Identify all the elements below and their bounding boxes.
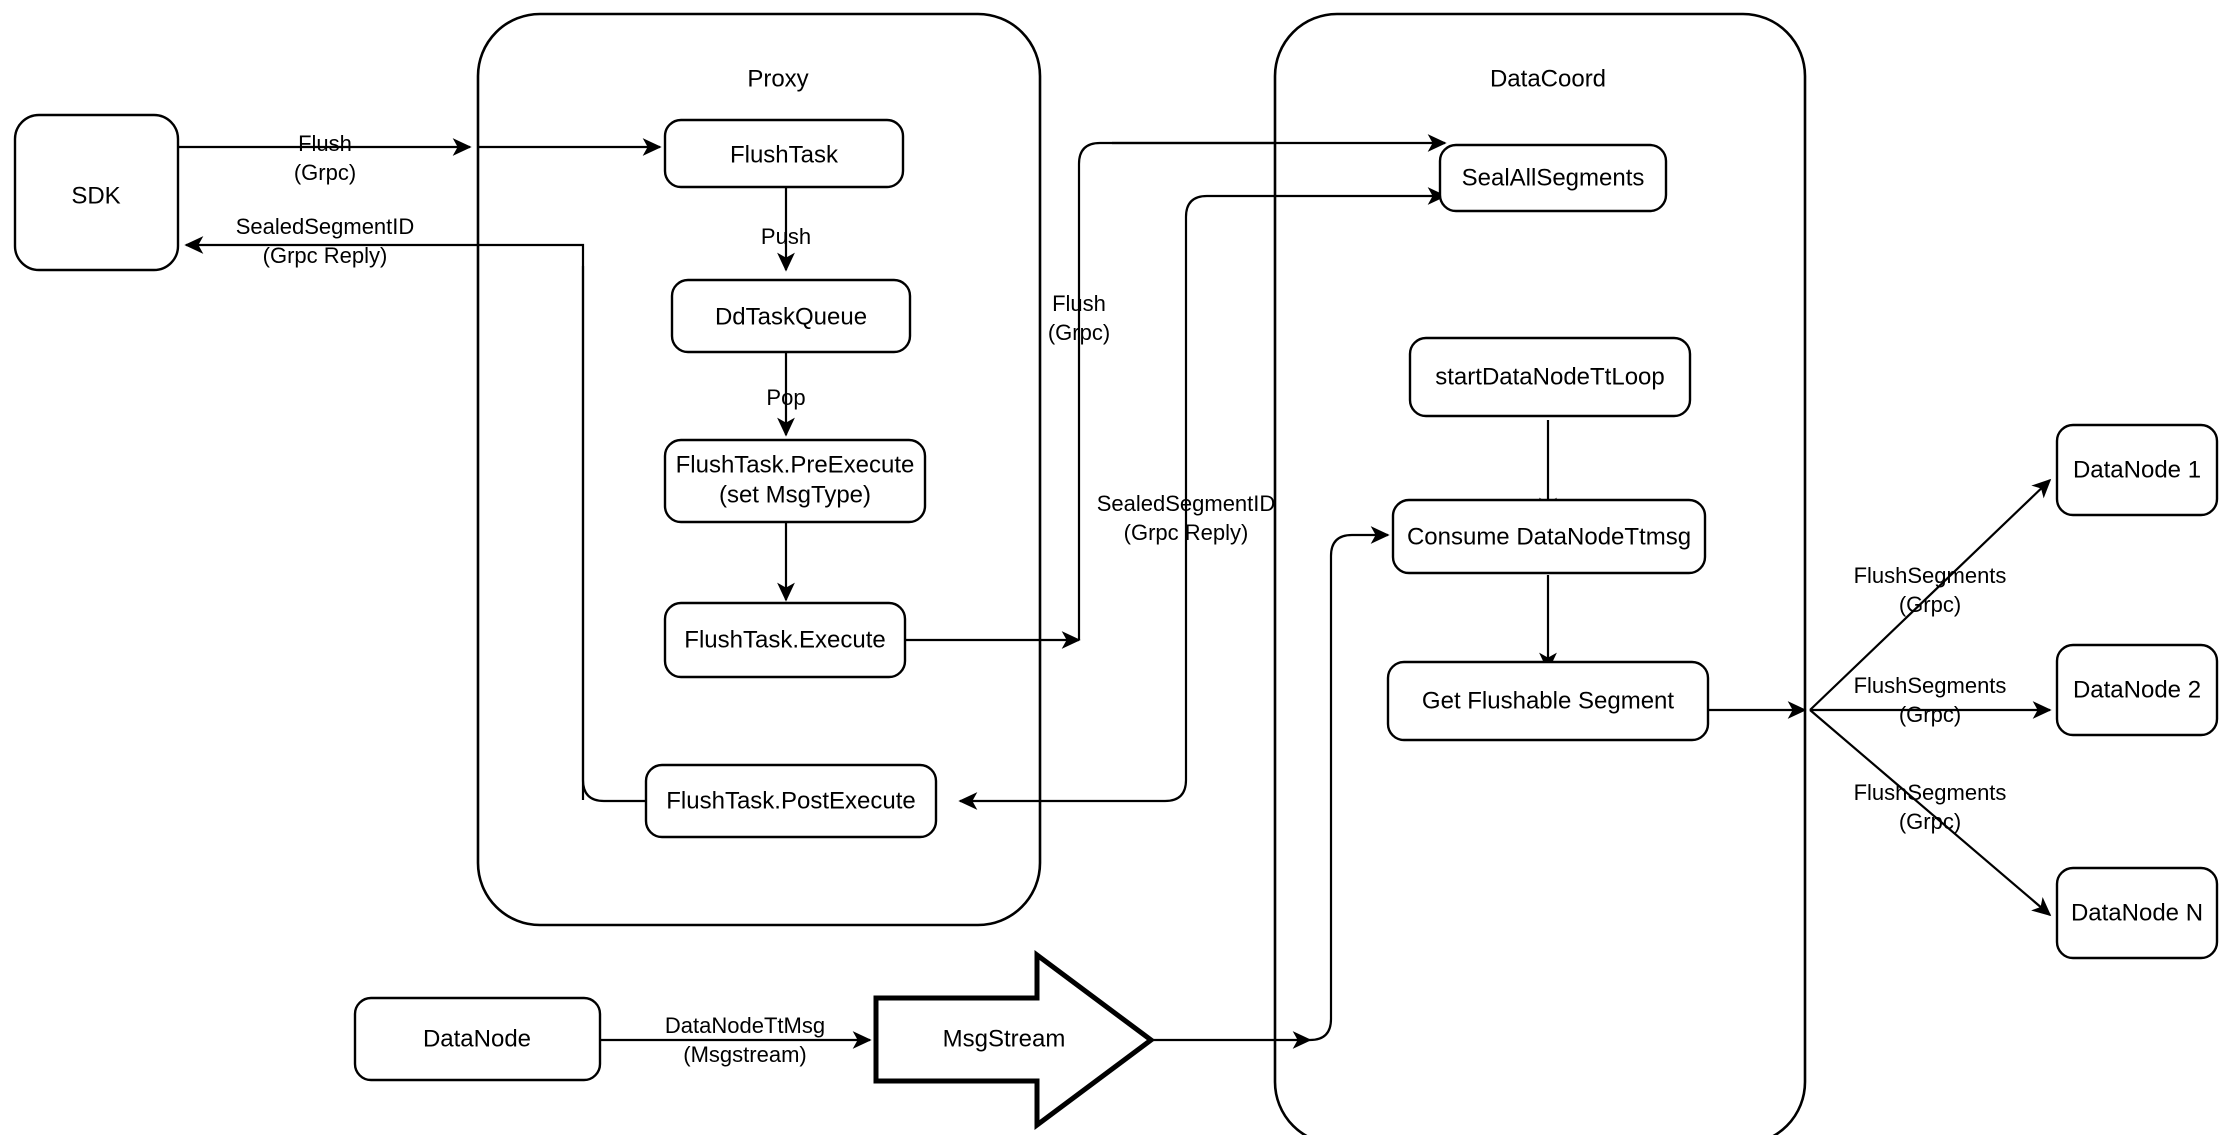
node-ddtaskqueue-label: DdTaskQueue [715,303,867,330]
edge-label-datanodettmsg-line2: (Msgstream) [683,1042,806,1067]
node-flushtask-label: FlushTask [730,141,839,168]
node-sdk-label: SDK [71,182,120,209]
edge-label-flushsegments-1-line1: FlushSegments [1854,563,2007,588]
edge-label-pop: Pop [766,385,805,410]
edge-label-flush-grpc-coord-line1: Flush [1052,291,1106,316]
node-startdatanodettloop-label: startDataNodeTtLoop [1435,363,1664,390]
node-datanode-2-label: DataNode 2 [2073,676,2201,703]
container-proxy-label: Proxy [747,65,808,92]
edge-label-flushsegments-n-line1: FlushSegments [1854,780,2007,805]
node-flushtask-execute-label: FlushTask.Execute [684,626,885,653]
node-flushtask[interactable] [663,118,905,189]
node-get-flushable-segment[interactable] [1386,660,1710,742]
node-sealallsegments-label: SealAllSegments [1462,164,1645,191]
edge-datacoord-riser-to-consume [1309,526,1390,1042]
node-msgstream-arrow-shape[interactable] [873,950,1156,1130]
edge-label-sealedsegmentid-coord-line2: (Grpc Reply) [1124,520,1249,545]
container-datacoord-label: DataCoord [1490,65,1606,92]
edge-label-sealedsegmentid-reply-line2: (Grpc Reply) [263,243,388,268]
node-sdk[interactable] [13,113,180,272]
node-flushtask-postexecute-label: FlushTask.PostExecute [666,787,915,814]
node-flushtask-preexecute-label-line1: FlushTask.PreExecute [676,451,915,478]
edge-label-flushsegments-2-line2: (Grpc) [1899,702,1961,727]
node-flushtask-execute[interactable] [663,601,907,679]
edge-postexecute-to-sdk-riser [581,266,650,803]
edge-hub-to-datanode-1 [1809,478,2052,711]
node-datanode-n[interactable] [2055,866,2219,960]
node-datanode-n-label: DataNode N [2071,899,2203,926]
edge-sealedsegmentid-reply-route [958,187,1447,810]
node-sealallsegments[interactable] [1438,143,1668,213]
edge-label-flushsegments-n-line2: (Grpc) [1899,809,1961,834]
edge-label-flush-grpc-coord-line2: (Grpc) [1048,320,1110,345]
edge-hub-to-datanode-n [1809,709,2052,917]
edge-label-flushsegments-1-line2: (Grpc) [1899,592,1961,617]
node-flushtask-preexecute-label-line2: (set MsgType) [719,481,871,508]
node-flushtask-preexecute[interactable] [663,438,927,524]
node-datanode-1-label: DataNode 1 [2073,456,2201,483]
node-consume-datanodettmsg[interactable] [1391,498,1707,575]
edge-label-sealedsegmentid-coord-line1: SealedSegmentID [1097,491,1276,516]
edge-label-flush-grpc-line1: Flush [298,131,352,156]
node-datanode-source[interactable] [353,996,602,1082]
node-datanode-source-label: DataNode [423,1025,531,1052]
edge-label-flush-grpc-line2: (Grpc) [294,160,356,185]
edge-label-flushsegments-2-line1: FlushSegments [1854,673,2007,698]
node-msgstream-label: MsgStream [943,1025,1066,1052]
node-consume-datanodettmsg-label: Consume DataNodeTtmsg [1407,523,1691,550]
node-ddtaskqueue[interactable] [670,278,912,354]
edge-label-push: Push [761,224,811,249]
edge-flush-grpc-route-up [1077,141,1275,640]
node-startdatanodettloop[interactable] [1408,336,1692,418]
node-get-flushable-segment-label: Get Flushable Segment [1422,687,1674,714]
edge-label-sealedsegmentid-reply-line1: SealedSegmentID [236,214,415,239]
node-flushtask-postexecute[interactable] [644,763,938,839]
node-datanode-2[interactable] [2055,643,2219,737]
edge-label-datanodettmsg-line1: DataNodeTtMsg [665,1013,825,1038]
node-datanode-1[interactable] [2055,423,2219,517]
